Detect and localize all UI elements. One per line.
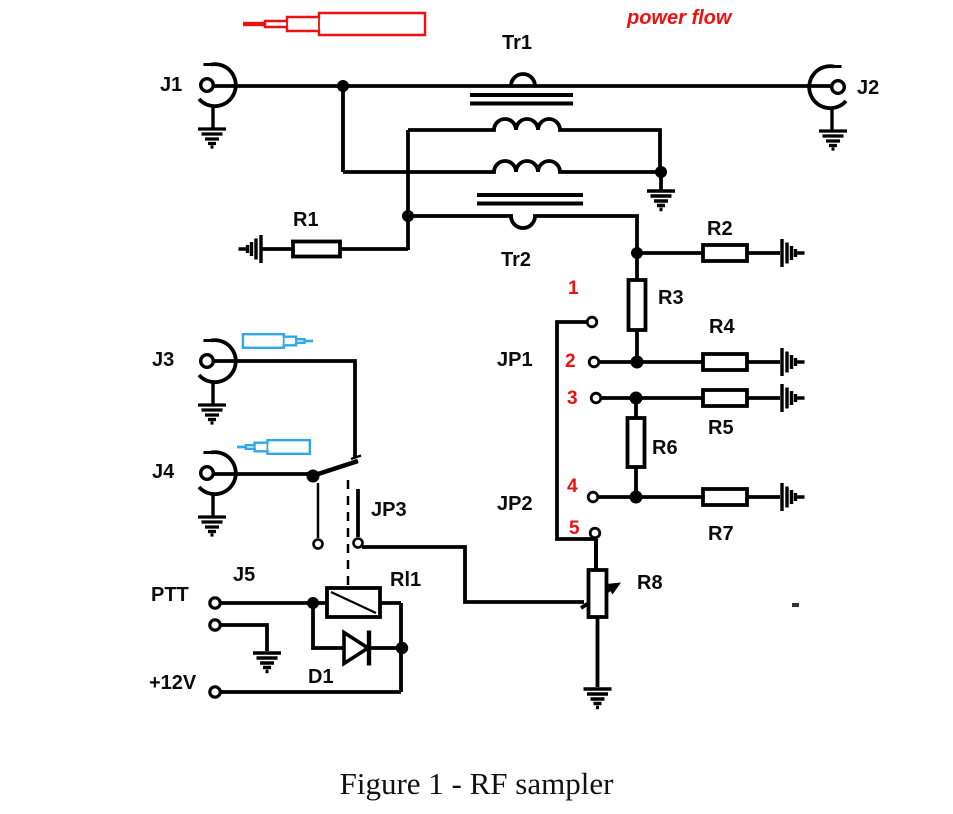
r1-ground-icon (236, 233, 263, 265)
j3-contact-tick (350, 454, 362, 461)
j5-ground-icon (251, 651, 283, 674)
label-j3: J3 (152, 349, 175, 371)
print-speck (792, 603, 799, 607)
jp-pin-2 (587, 355, 601, 369)
r7-ground-icon (780, 481, 807, 513)
switch-contact-left (312, 538, 324, 550)
resistor-r6 (625, 416, 647, 469)
label-r3: R3 (658, 287, 684, 309)
contact-to-r8-wire (362, 545, 584, 604)
label-jp1: JP1 (497, 349, 533, 371)
resistor-r8 (586, 568, 609, 619)
resistor-r7 (701, 487, 749, 507)
resistor-r4 (701, 352, 749, 372)
diode-d1-icon (342, 629, 372, 667)
label-r2: R2 (707, 218, 733, 240)
label-plus12v: +12V (149, 672, 197, 694)
r5-ground-icon (780, 382, 807, 414)
pin-number-3: 3 (567, 388, 578, 409)
label-r4: R4 (709, 316, 735, 338)
label-r5: R5 (708, 417, 734, 439)
j4-return-arrow-icon (236, 439, 311, 455)
label-jp3: JP3 (371, 499, 407, 521)
label-j5: J5 (233, 564, 256, 586)
label-r7: R7 (708, 523, 734, 545)
label-j2: J2 (857, 77, 880, 99)
jp-pin-5 (588, 526, 602, 540)
j3-connector-icon (196, 338, 238, 425)
ptt-terminal (208, 596, 222, 610)
jp-pin-3 (589, 391, 603, 405)
switch-contact-right (352, 537, 364, 549)
relay-rl1 (325, 586, 382, 619)
jumper-pins (208, 315, 603, 699)
label-j4: J4 (152, 461, 175, 483)
label-r1: R1 (293, 209, 319, 231)
resistor-r1 (291, 239, 342, 259)
r8-ground-icon (581, 687, 614, 710)
label-r6: R6 (652, 437, 678, 459)
label-rl1: Rl1 (390, 569, 422, 591)
r2-ground-icon (780, 237, 807, 269)
pin-number-5: 5 (569, 518, 580, 539)
j3-wire (214, 359, 357, 458)
label-tr1: Tr1 (502, 32, 533, 54)
tr2-primary-wire (408, 214, 639, 253)
winding-ground-icon (645, 189, 677, 212)
label-jp2: JP2 (497, 493, 533, 515)
tr2-core (477, 193, 583, 206)
j4-connector-icon (196, 450, 238, 537)
pin-number-1: 1 (568, 278, 579, 299)
j1-connector-icon (196, 62, 238, 149)
j2-connector-icon (807, 64, 849, 151)
plus12v-terminal (208, 685, 222, 699)
power-flow-label: power flow (627, 7, 732, 29)
jp-pin-1 (585, 315, 599, 329)
wires (213, 72, 832, 694)
resistor-r2 (701, 243, 749, 263)
tr1-core (470, 93, 573, 106)
jp-pin-4 (586, 490, 600, 504)
resistor-r3 (626, 278, 648, 332)
resistor-r5 (701, 388, 749, 408)
r8-leads (594, 539, 600, 687)
power-flow-arrow-icon (241, 11, 427, 37)
r4-ground-icon (780, 346, 807, 378)
tr1-winding-upper (408, 117, 662, 172)
j5-gnd-terminal (208, 618, 222, 632)
pin-number-4: 4 (567, 476, 578, 497)
label-ptt: PTT (151, 584, 189, 606)
junction-dots (306, 80, 667, 655)
label-tr2: Tr2 (501, 249, 532, 271)
diode-loop-wire (220, 603, 403, 694)
j5-ground-wire (220, 623, 269, 651)
figure-caption: Figure 1 - RF sampler (339, 766, 614, 801)
pin-number-2: 2 (565, 351, 576, 372)
label-r8: R8 (637, 572, 663, 594)
tr1-winding-lower (343, 159, 661, 174)
label-d1: D1 (308, 666, 334, 688)
j3-forward-arrow-icon (242, 333, 314, 349)
label-j1: J1 (160, 74, 183, 96)
tr1-primary-bump (509, 72, 537, 87)
r8-wiper-arrowhead-icon (606, 582, 621, 595)
